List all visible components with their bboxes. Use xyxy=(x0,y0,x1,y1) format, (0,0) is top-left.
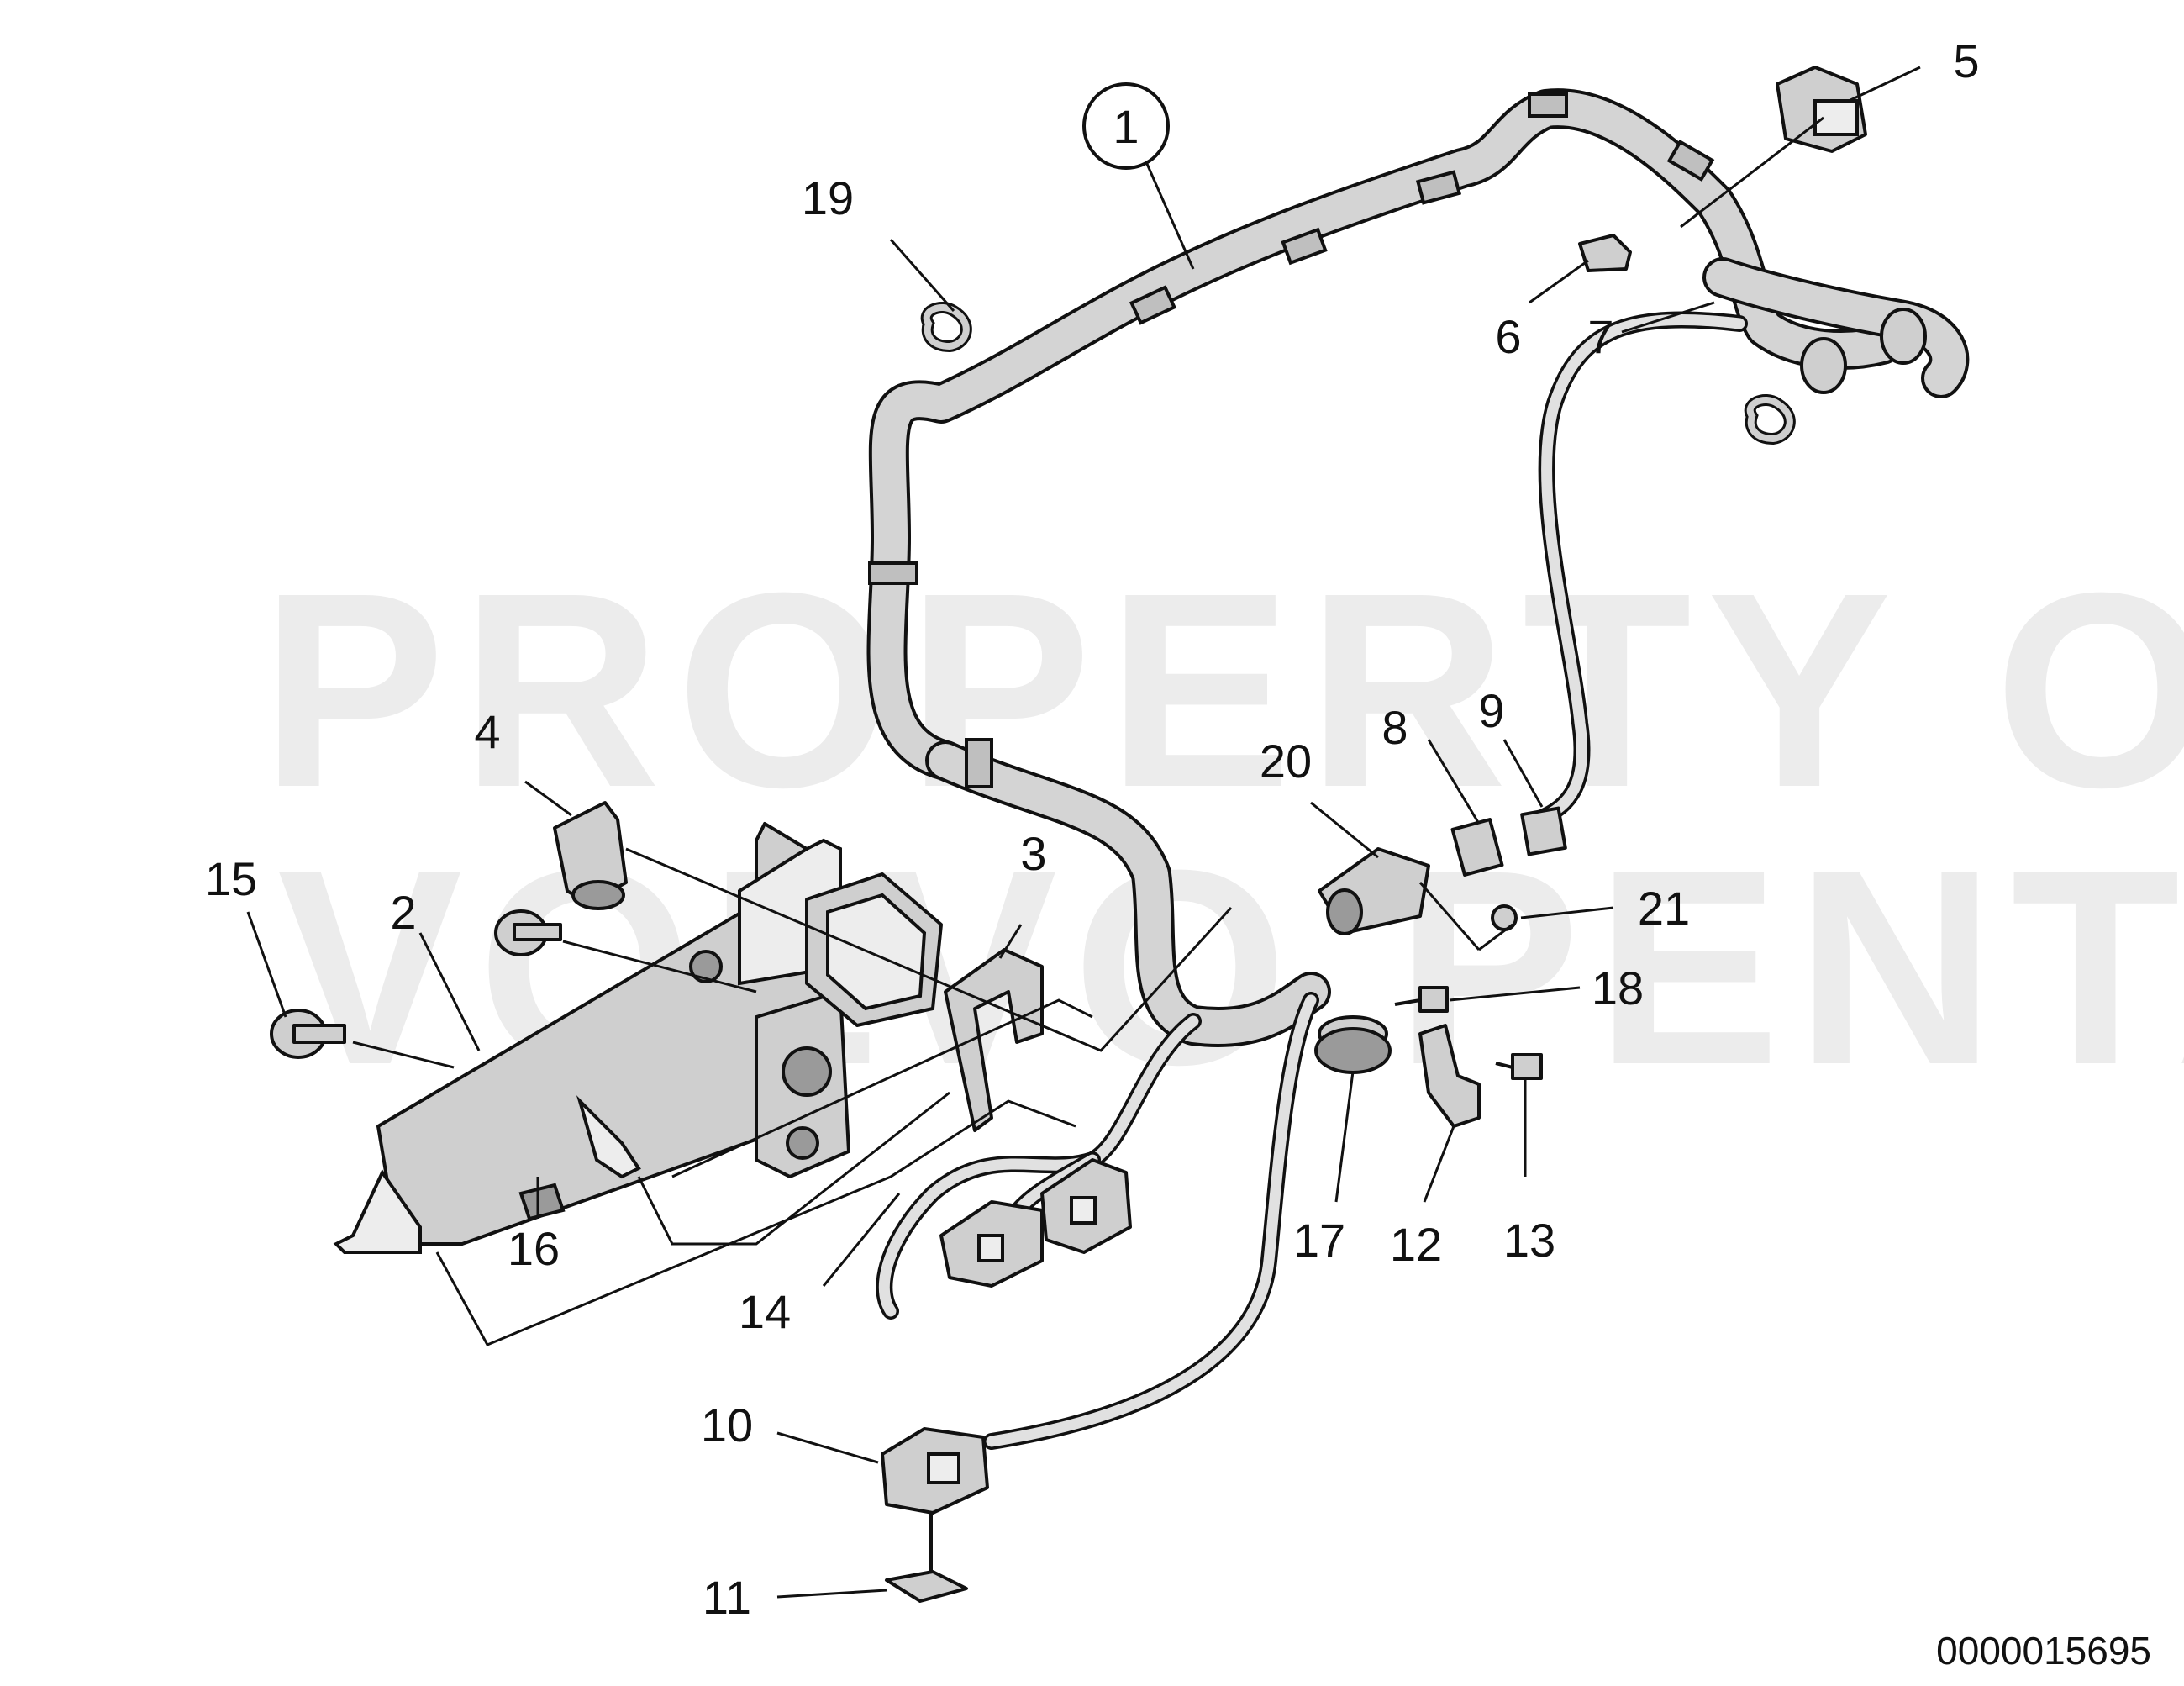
callout-9: 9 xyxy=(1478,684,1504,737)
callout-labels: 1 2 3 4 5 6 7 8 9 10 11 12 13 14 15 16 1… xyxy=(205,34,1980,1624)
callout-1: 1 xyxy=(1113,100,1139,153)
callout-20: 20 xyxy=(1260,735,1312,788)
callout-1-circle xyxy=(1082,82,1170,170)
bolt-13 xyxy=(1495,1053,1543,1080)
watermark-line-1: PROPERTY OF xyxy=(261,535,2184,845)
connector-pair-14 xyxy=(939,1158,1132,1288)
callout-2: 2 xyxy=(390,886,416,939)
connector-10 xyxy=(881,1427,989,1580)
callout-5: 5 xyxy=(1953,34,1979,87)
clamp-19 xyxy=(920,302,972,353)
callout-3: 3 xyxy=(1020,827,1046,880)
callout-19: 19 xyxy=(802,171,854,224)
clip-12 xyxy=(1418,1024,1481,1128)
callout-11: 11 xyxy=(703,1571,751,1624)
assembly-lines xyxy=(435,116,1824,1346)
callout-12: 12 xyxy=(1390,1218,1442,1271)
main-connector xyxy=(805,872,943,1027)
callout-17: 17 xyxy=(1293,1214,1345,1267)
bolt-18 xyxy=(1394,986,1449,1013)
gasket-11 xyxy=(885,1570,968,1603)
callout-6: 6 xyxy=(1495,310,1521,363)
clamp-right xyxy=(1744,308,1927,445)
rubber-mount xyxy=(270,909,566,1221)
connector-6 xyxy=(1578,234,1632,272)
sensor-wire xyxy=(876,311,1748,1450)
callout-15: 15 xyxy=(205,852,257,905)
connector-5 xyxy=(1776,66,1867,153)
leader-lines xyxy=(246,66,1921,1599)
sensor-20 xyxy=(1318,847,1430,935)
callout-7: 7 xyxy=(1587,310,1613,363)
callout-14: 14 xyxy=(739,1285,791,1338)
connector-4 xyxy=(553,801,628,910)
callout-16: 16 xyxy=(508,1222,560,1275)
callout-8: 8 xyxy=(1381,701,1408,754)
callout-10: 10 xyxy=(701,1399,753,1452)
callout-18: 18 xyxy=(1592,962,1644,1014)
callout-21: 21 xyxy=(1638,882,1690,935)
document-number: 0000015695 xyxy=(1936,1629,2151,1673)
connector-8 xyxy=(1450,818,1504,877)
callout-13: 13 xyxy=(1503,1214,1555,1267)
callout-4: 4 xyxy=(474,705,500,758)
grommet-17 xyxy=(1314,1015,1392,1074)
connector-9 xyxy=(1520,806,1567,856)
